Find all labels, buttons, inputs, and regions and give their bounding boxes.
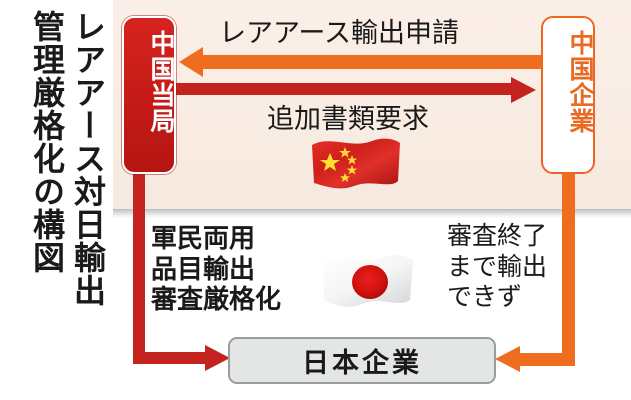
cannot-export-line-2: まで輸出 [447, 252, 548, 281]
cannot-export-arrow-horizontal [519, 353, 575, 366]
title-line-left: 管理厳格化の構図 [29, 10, 65, 274]
additional-documents-arrowhead-icon [511, 77, 536, 103]
additional-documents-arrow-line [176, 83, 513, 95]
export-application-arrowhead-icon [179, 47, 203, 77]
cannot-export-line-3: できず [447, 283, 523, 311]
node-japan-company[interactable]: 日本企業 [228, 337, 496, 384]
dual-use-arrow-vertical [133, 172, 145, 358]
dual-use-review-label: 軍民両用 品目輸出 審査厳格化 [151, 223, 281, 315]
panel-divider-shadow [113, 209, 631, 218]
dual-use-review-line-2: 品目輸出 [151, 253, 256, 284]
additional-documents-label: 追加書類要求 [267, 104, 429, 134]
page-title: レアアース対日輸出 管理厳格化の構図 [8, 8, 108, 358]
node-japan-company-label: 日本企業 [302, 348, 422, 378]
export-application-label: レアアース輸出申請 [219, 18, 460, 48]
dual-use-review-line-3: 審査厳格化 [151, 284, 282, 315]
japan-flag-icon [320, 248, 416, 314]
node-china-company-label: 中国企業 [566, 30, 594, 134]
export-application-arrow-line [201, 55, 541, 69]
dual-use-arrow-horizontal [133, 352, 207, 364]
cannot-export-arrowhead-icon [495, 346, 520, 372]
cannot-export-label: 審査終了 まで輸出 できず [447, 221, 547, 313]
dual-use-review-line-1: 軍民両用 [151, 223, 256, 253]
node-china-company[interactable]: 中国企業 [541, 16, 595, 174]
node-china-authority[interactable]: 中国当局 [122, 16, 176, 174]
china-flag-icon [310, 133, 402, 193]
dual-use-arrowhead-icon [205, 345, 230, 371]
node-china-authority-label: 中国当局 [147, 30, 175, 134]
cannot-export-arrow-vertical [562, 172, 575, 360]
cannot-export-line-1: 審査終了 [447, 222, 548, 250]
title-line-right: レアアース対日輸出 [70, 10, 106, 307]
